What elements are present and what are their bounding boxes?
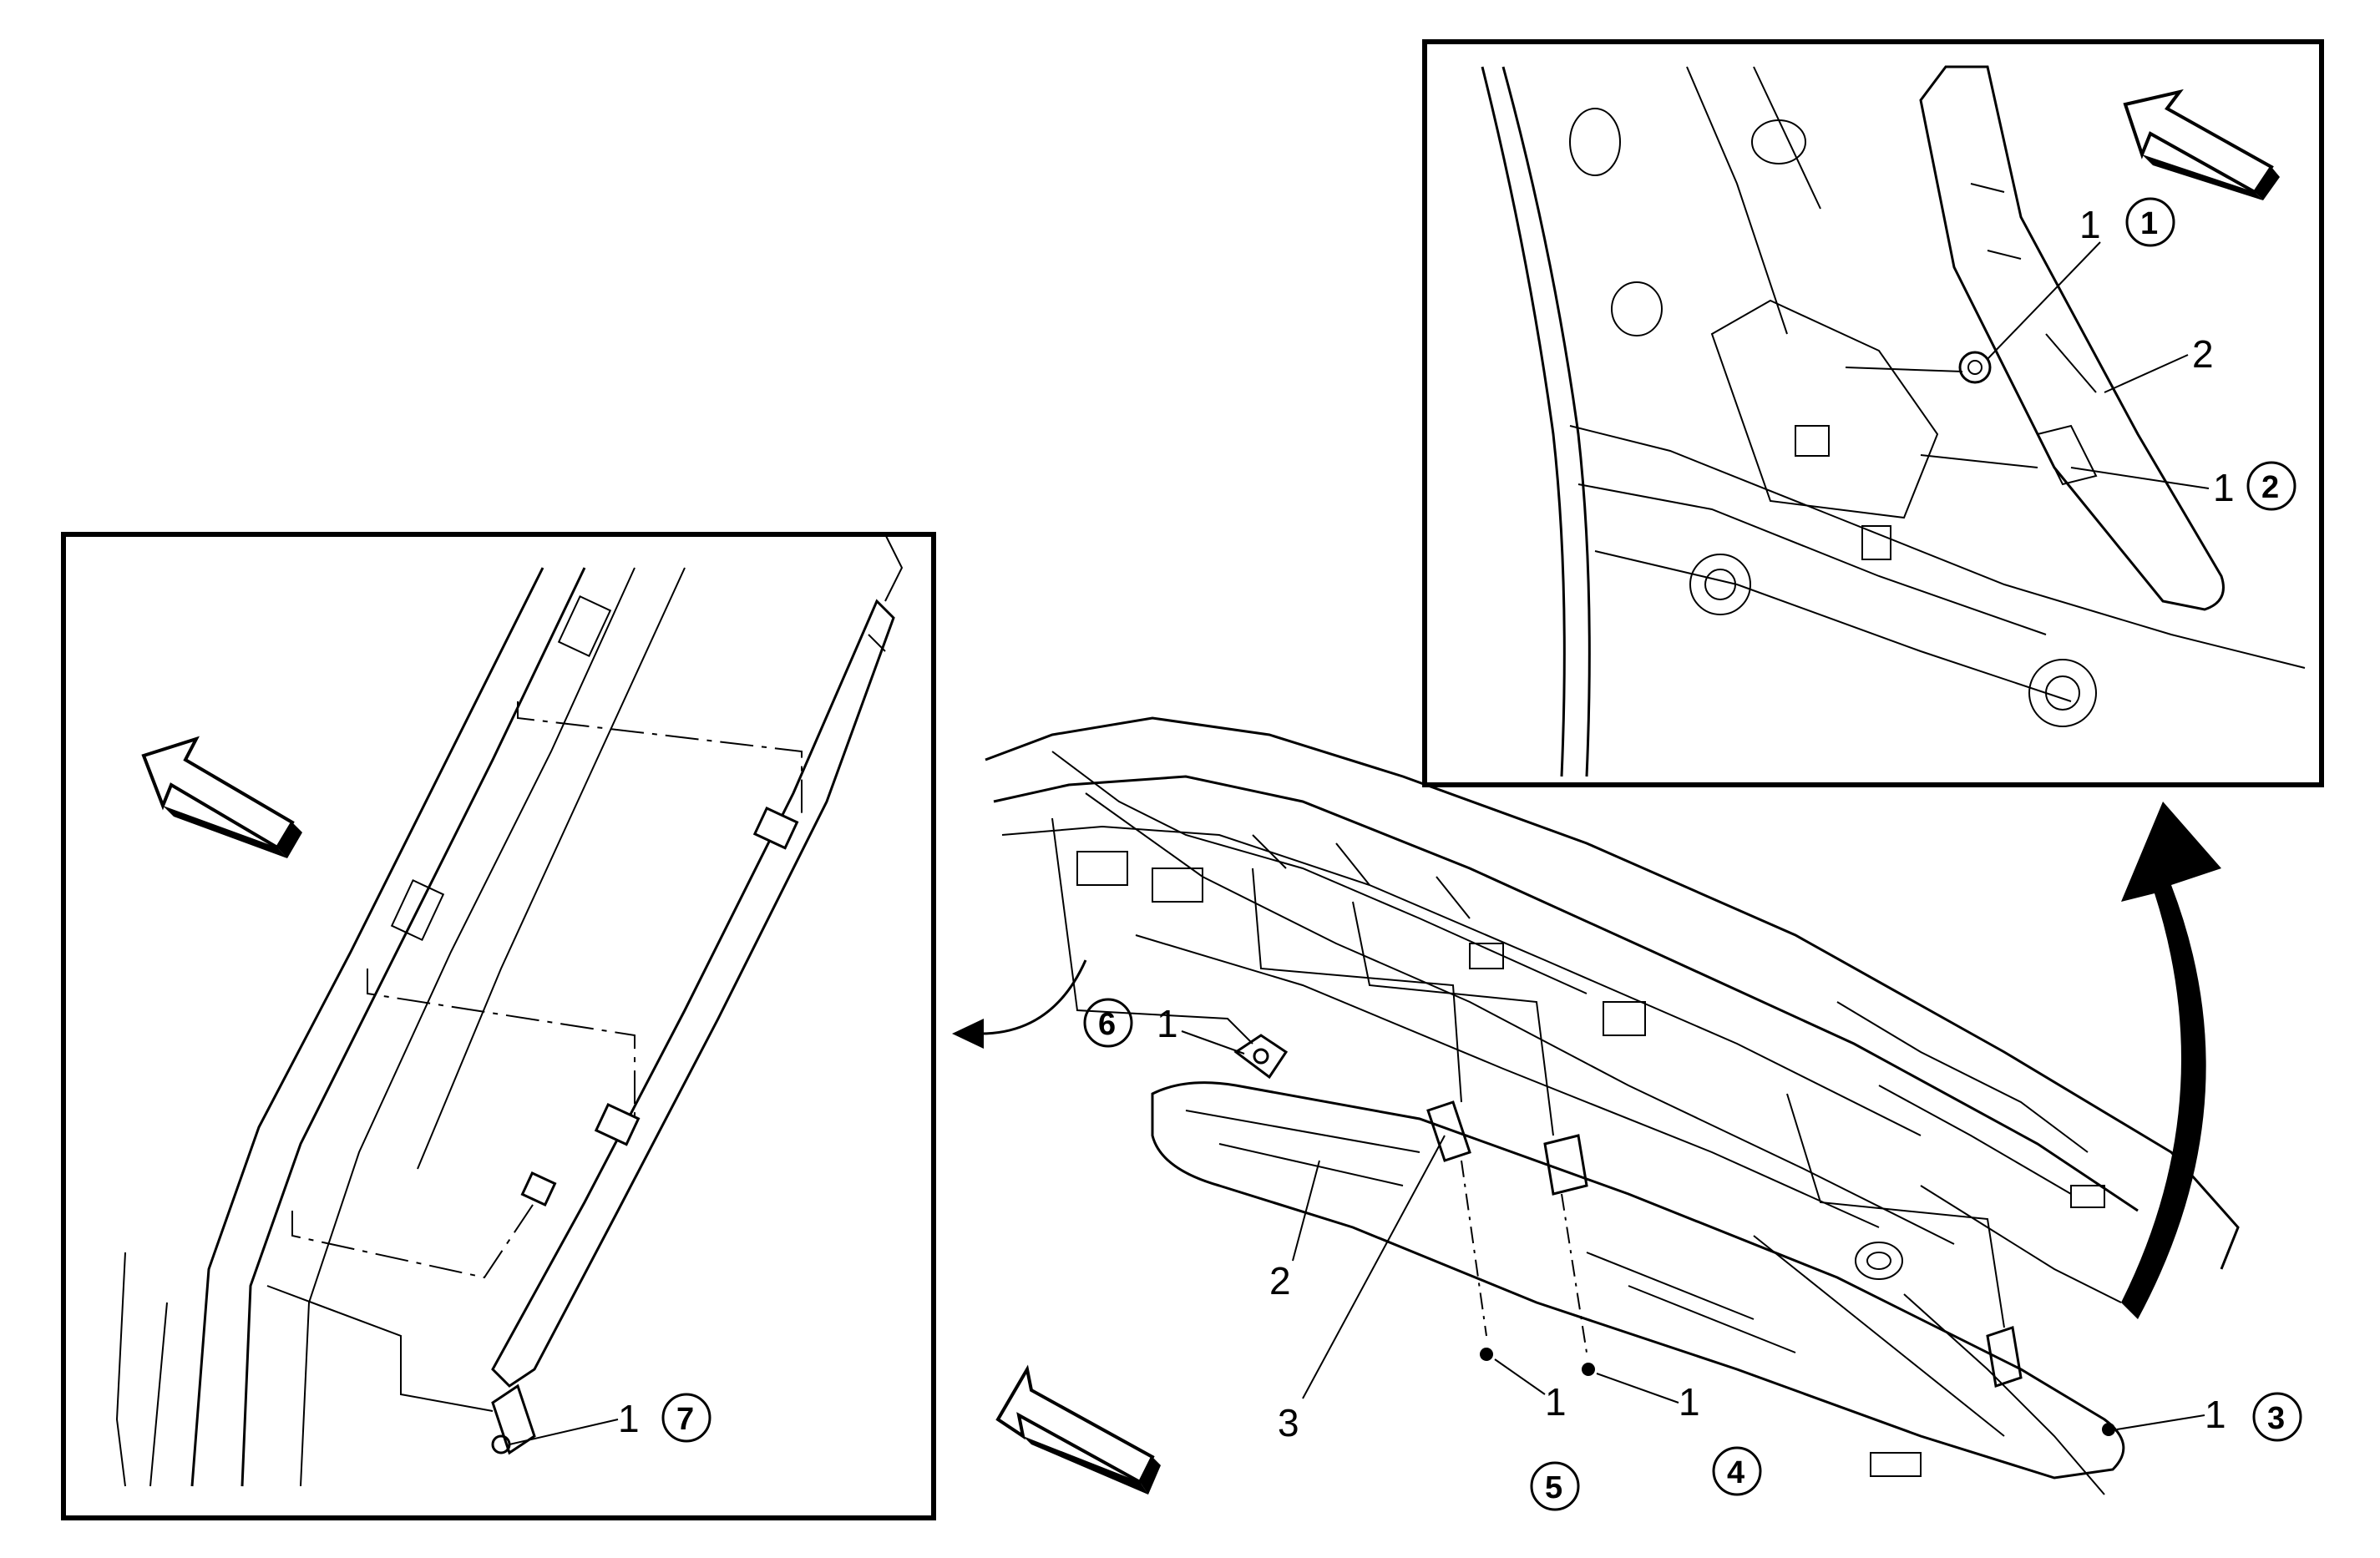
clip-icon [520,1171,557,1207]
bracket-main-3 [1426,1100,1471,1162]
callout-main-step3: 3 [2267,1401,2285,1436]
callout-main-1-step5-num: 1 [1545,1380,1567,1424]
bolt-icon [1582,1363,1595,1376]
callout-inset-top-step2: 2 [2261,470,2279,505]
direction-arrow-icon [995,1364,1161,1495]
main-view: 1 6 2 3 1 5 1 4 1 3 [952,716,2302,1511]
callout-inset-left-1-num: 1 [618,1397,640,1440]
direction-arrow-icon [141,736,302,858]
callout-inset-left-step7: 7 [676,1402,694,1437]
callout-inset-top-1a-num: 1 [2079,203,2101,246]
direction-arrow-icon [2123,89,2280,200]
curved-arrow-icon [2121,802,2221,1319]
bracket-step4 [1543,1134,1588,1196]
callout-inset-top-1b-num: 1 [2213,466,2235,509]
callout-main-1-step3-num: 1 [2205,1393,2226,1436]
callout-main-3: 3 [1278,1401,1299,1444]
airbag-module [1919,65,2225,611]
callout-inset-top-step1: 1 [2140,206,2158,241]
callout-main-step4: 4 [1727,1455,1744,1490]
callout-main-1-step4-num: 1 [1679,1380,1700,1424]
top-right-inset: 1 1 2 1 2 [1422,39,2324,787]
bolt-icon [1480,1348,1493,1361]
left-inset: 1 7 [61,532,936,1520]
clip-icon [594,1102,641,1146]
callout-main-1-step6-num: 1 [1157,1002,1178,1045]
callout-main-2: 2 [1269,1259,1291,1303]
callout-main-step6: 6 [1098,1007,1116,1042]
step-circle-7 [661,1393,711,1443]
callout-main-step5: 5 [1545,1470,1562,1505]
bracket-step3 [1986,1326,2023,1388]
step-circle-2 [2246,461,2296,511]
step-circle-3 [2252,1392,2302,1442]
step-circle-6 [1083,998,1133,1048]
bolt-icon [2102,1423,2115,1436]
bracket-step6 [1233,1034,1289,1080]
airbag-module [1151,1081,2125,1480]
airbag-module [491,599,895,1388]
callout-inset-top-2: 2 [2192,332,2214,376]
step-circle-5 [1530,1461,1580,1511]
curved-arrow-icon [952,959,1087,1049]
clip-icon [752,806,799,850]
inset-frame-left [61,532,936,1520]
step-circle-4 [1712,1446,1762,1496]
step-circle-1 [2125,197,2175,247]
